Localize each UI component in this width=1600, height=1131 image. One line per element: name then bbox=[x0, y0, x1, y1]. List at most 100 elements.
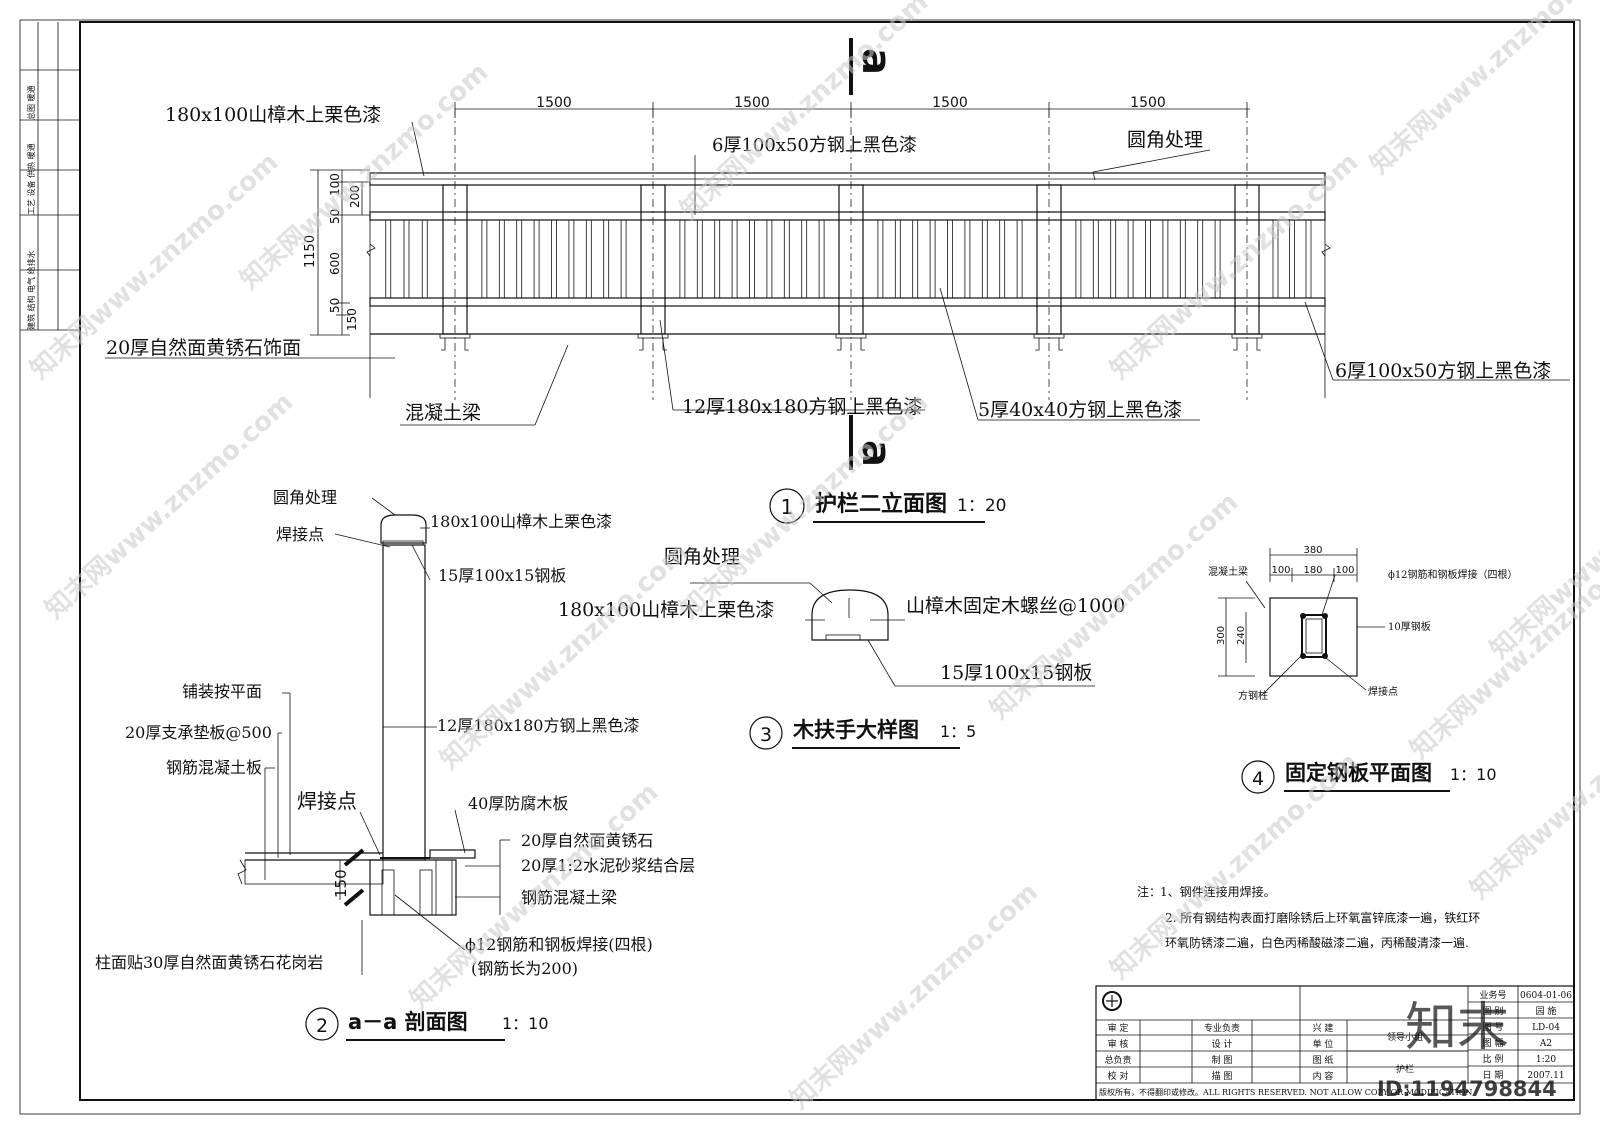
sec-label-rebar: ϕ12钢筋和钢板焊接(四根) bbox=[465, 935, 653, 954]
tb-right-label: 日 期 bbox=[1483, 1070, 1504, 1081]
elev-baluster bbox=[749, 219, 755, 299]
plan-label-plate10: 10厚钢板 bbox=[1388, 620, 1431, 633]
elev-baluster bbox=[714, 219, 721, 299]
sec-handrail bbox=[380, 514, 427, 544]
tb-r3-0: 总负责 bbox=[1104, 1054, 1131, 1066]
tb-right-value: A2 bbox=[1539, 1039, 1552, 1049]
watermark-logo: 知末 bbox=[1405, 998, 1509, 1058]
tb-right-label: 图 幅 bbox=[1483, 1037, 1504, 1049]
plan-title: 固定钢板平面图 bbox=[1285, 761, 1432, 785]
elev-baluster bbox=[516, 219, 523, 299]
plan-label-rebar: ϕ12钢筋和钢板焊接（四根） bbox=[1388, 568, 1518, 581]
elev-label-beam: 混凝土梁 bbox=[405, 402, 481, 424]
sec-title-num: 2 bbox=[316, 1015, 328, 1037]
plan-label-weld: 焊接点 bbox=[1368, 685, 1398, 698]
elev-label-round: 圆角处理 bbox=[1127, 129, 1203, 151]
tb-r2-0: 审 核 bbox=[1108, 1038, 1129, 1050]
tb-r3-3: 护栏 bbox=[1396, 1063, 1414, 1075]
side-strip: 总图 暖通 工艺 设备 供热 暖通 建筑 结构 电气 给排水 bbox=[20, 22, 80, 331]
plan-label-col: 方钢柱 bbox=[1238, 689, 1268, 702]
watermark-id: ID:1194798844 bbox=[1377, 1077, 1557, 1101]
tb-right-label: 图 别 bbox=[1483, 1006, 1504, 1017]
elev-baluster bbox=[1092, 219, 1099, 299]
elev-title-circle bbox=[769, 488, 805, 524]
elev-baluster bbox=[1162, 219, 1169, 299]
plan-dim-380: 380 bbox=[1303, 545, 1322, 556]
elev-scale: 1：20 bbox=[957, 496, 1006, 516]
tb-r1-3: 领导小组 bbox=[1387, 1031, 1423, 1043]
elev-baluster bbox=[964, 219, 971, 299]
notes: 注： 1、钢件连接用焊接。 2. 所有钢结构表面打磨除锈后上环氧富锌底漆一遍，铁… bbox=[1137, 884, 1480, 950]
sec-label-rc-beam: 钢筋混凝土梁 bbox=[521, 888, 617, 907]
elev-baluster bbox=[929, 219, 936, 299]
notes-1: 1、钢件连接用焊接。 bbox=[1160, 884, 1276, 899]
dim-height-total: 1150 bbox=[303, 235, 318, 268]
dim-top-2: 1500 bbox=[734, 95, 770, 111]
watermark-text: 知末网www.znzmo.com bbox=[675, 0, 935, 225]
elev-baluster bbox=[603, 219, 610, 299]
detail-title: 木扶手大样图 bbox=[792, 718, 919, 742]
watermark-text: 知末网www.znzmo.com bbox=[785, 877, 1045, 1115]
strip-group-2: 工艺 设备 供热 暖通 bbox=[26, 143, 36, 215]
elev-post bbox=[1033, 109, 1065, 400]
elev-baluster bbox=[1145, 219, 1151, 299]
elev-posts bbox=[439, 109, 1263, 400]
sec-label-rebar-len: (钢筋长为200) bbox=[471, 959, 578, 978]
elev-baluster bbox=[1197, 219, 1204, 299]
tb-r4-0: 校 对 bbox=[1108, 1070, 1129, 1082]
elev-baluster bbox=[585, 219, 592, 299]
tb-right-value: 园 施 bbox=[1536, 1005, 1557, 1017]
elev-baluster bbox=[1110, 219, 1117, 299]
elev-baluster bbox=[498, 219, 505, 299]
plan-title-circle bbox=[1241, 760, 1275, 794]
elev-baluster bbox=[731, 219, 738, 299]
elev-baluster bbox=[1075, 219, 1082, 299]
sec-label-round: 圆角处理 bbox=[273, 488, 337, 507]
dim-top-3: 1500 bbox=[932, 95, 968, 111]
inner-border bbox=[79, 21, 1575, 1101]
elev-baluster bbox=[766, 219, 773, 299]
sec-label-weld-top: 焊接点 bbox=[276, 525, 324, 544]
dim-left-100: 100 bbox=[328, 173, 342, 196]
elev-baluster bbox=[894, 219, 901, 299]
sec-label-mortar: 20厚1:2水泥砂浆结合层 bbox=[521, 856, 695, 875]
elev-baluster bbox=[1305, 219, 1312, 299]
plan-plate bbox=[1269, 597, 1358, 677]
elev-label-baluster: 5厚40x40方钢上黑色漆 bbox=[978, 399, 1182, 421]
elev-baluster bbox=[551, 219, 557, 299]
tb-r3-2: 图 纸 bbox=[1313, 1054, 1334, 1066]
tb-r1-0: 审 定 bbox=[1108, 1022, 1129, 1034]
elev-baluster bbox=[1272, 219, 1279, 299]
detail-scale: 1：5 bbox=[940, 722, 976, 741]
section-mark-bottom: a bbox=[853, 440, 899, 467]
tb-right-value: 1:20 bbox=[1536, 1055, 1556, 1065]
plan-label-beam: 混凝土梁 bbox=[1208, 565, 1248, 578]
plan-dim-300: 300 bbox=[1216, 626, 1227, 645]
tb-right-label: 业务号 bbox=[1479, 989, 1506, 1001]
elev-baluster bbox=[696, 219, 703, 299]
sec-label-pad: 20厚支承垫板@500 bbox=[125, 723, 272, 742]
elev-post bbox=[1231, 109, 1263, 400]
dim-left-600: 600 bbox=[328, 252, 342, 275]
elev-post bbox=[835, 109, 867, 400]
elev-label-post: 12厚180x180方钢上黑色漆 bbox=[682, 396, 922, 418]
elev-baluster bbox=[620, 219, 627, 299]
sec-label-stone: 20厚自然面黄锈石 bbox=[521, 831, 653, 850]
sec-scale: 1：10 bbox=[502, 1014, 549, 1033]
detail-view: 圆角处理 180x100山樟木上栗色漆 山樟木固定木螺丝@1000 15厚100… bbox=[558, 546, 1125, 750]
plan-title-num: 4 bbox=[1252, 768, 1264, 790]
tb-r4-2: 内 容 bbox=[1313, 1070, 1334, 1082]
elev-post bbox=[637, 109, 669, 400]
plan-view: 380 100 180 100 300 240 混凝土梁 ϕ12钢筋和钢板焊接（… bbox=[1208, 545, 1518, 794]
notes-head: 注： bbox=[1137, 884, 1161, 899]
sec-post bbox=[382, 544, 426, 861]
elev-baluster bbox=[818, 219, 825, 299]
tb-r2-1: 设 计 bbox=[1212, 1038, 1233, 1050]
sec-label-deck: 40厚防腐木板 bbox=[468, 794, 568, 813]
elev-baluster bbox=[801, 219, 808, 299]
tb-r3-1: 制 图 bbox=[1212, 1054, 1233, 1066]
elev-label-top-rail: 6厚100x50方钢上黑色漆 bbox=[712, 135, 917, 156]
detail-title-circle bbox=[749, 716, 783, 750]
elevation-view: a a 1500 1500 1500 1500 1150 100 50 600 … bbox=[105, 38, 1570, 524]
